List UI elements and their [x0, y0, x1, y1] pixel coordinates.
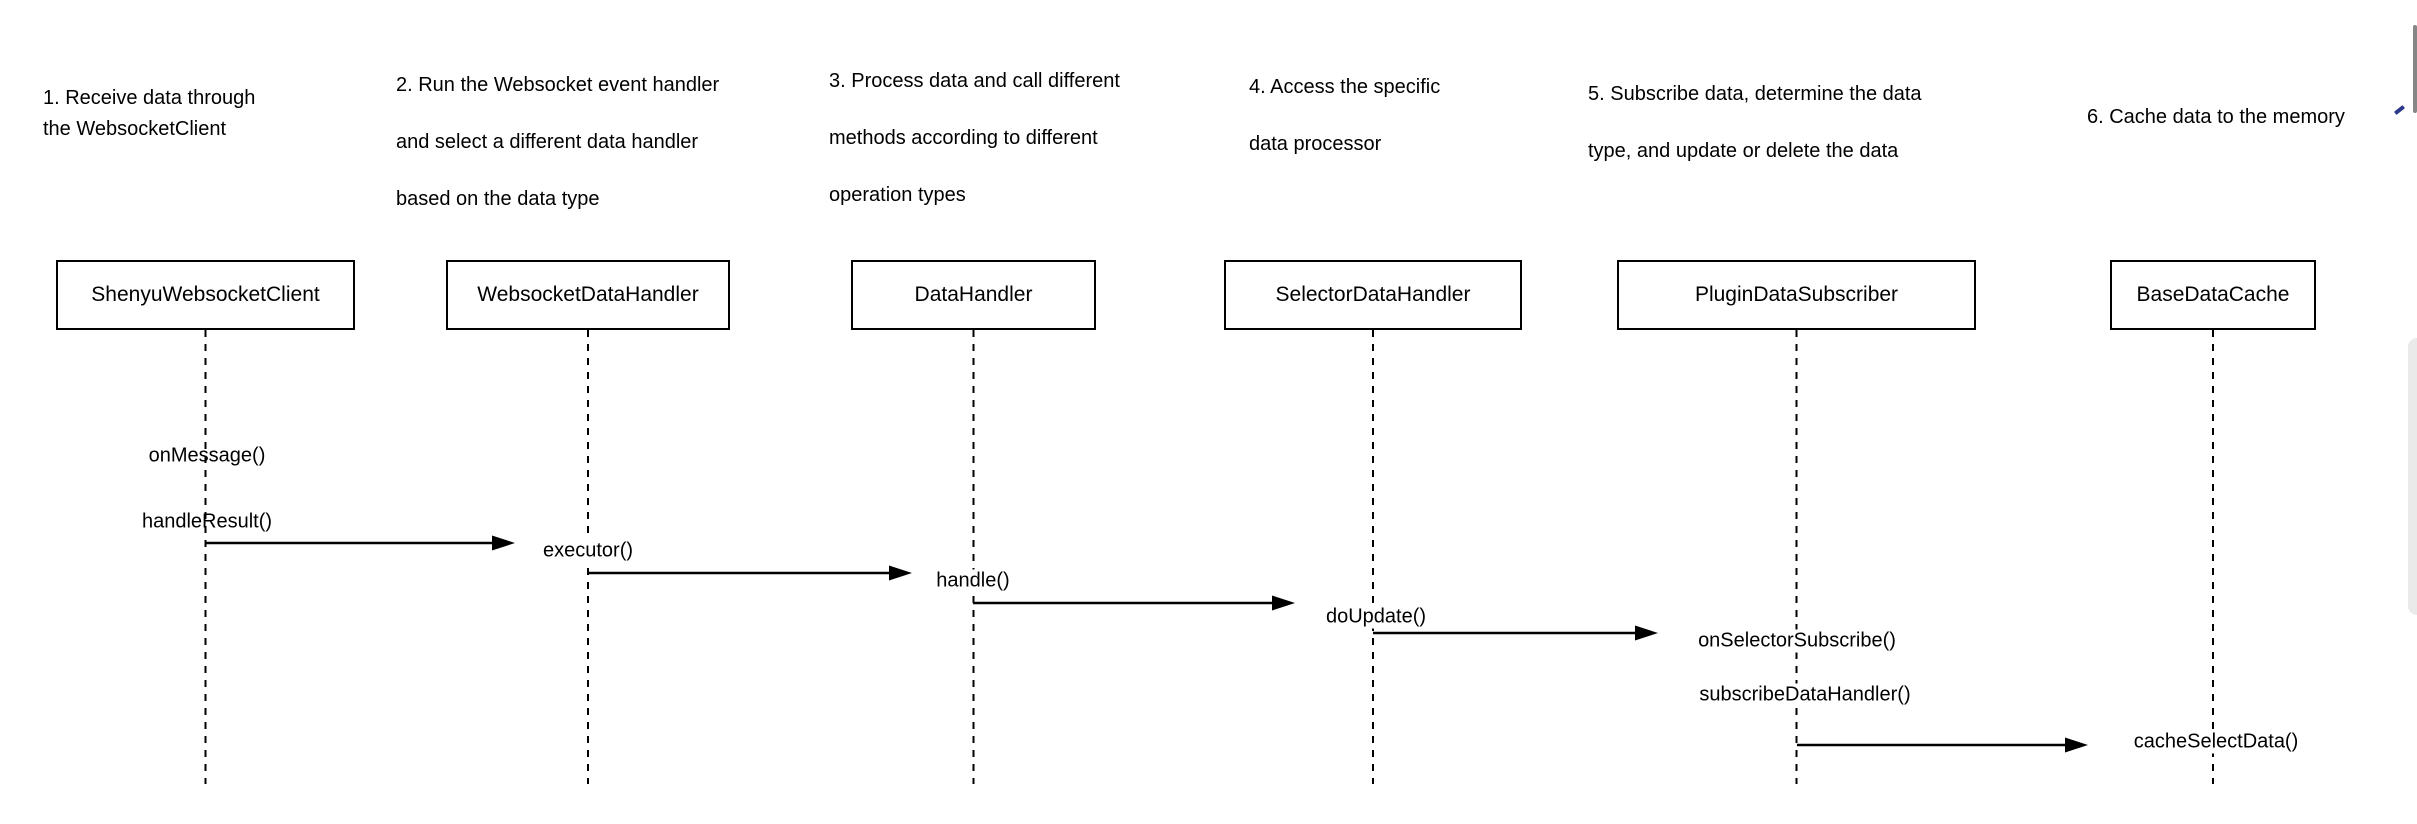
actor-label: WebsocketDataHandler	[477, 283, 699, 306]
message-label-doupdate: doUpdate()	[1322, 605, 1430, 629]
arrowhead-icon	[2065, 737, 2088, 753]
actor-label: BaseDataCache	[2136, 283, 2290, 306]
actor-box-plugindatasubscriber: PluginDataSubscriber	[1617, 260, 1976, 330]
annotation-line: based on the data type	[396, 188, 600, 210]
arrowhead-icon	[492, 535, 515, 551]
annotation-line: data processor	[1249, 133, 1382, 155]
message-label-handleresult: handleResult()	[141, 510, 273, 533]
annotation-note-5: 5. Subscribe data, determine the data typ…	[1588, 66, 1922, 180]
actor-box-selectordatahandler: SelectorDataHandler	[1224, 260, 1522, 330]
annotation-line: 4. Access the specific	[1249, 76, 1441, 98]
annotation-note-2: 2. Run the Websocket event handler and se…	[396, 57, 719, 228]
annotation-line: 2. Run the Websocket event handler	[396, 74, 720, 96]
annotation-line: type, and update or delete the data	[1588, 140, 1899, 162]
message-arrow-2	[588, 565, 912, 581]
actor-label: PluginDataSubscriber	[1694, 283, 1899, 306]
annotation-line: methods according to different	[829, 127, 1098, 149]
annotation-line: 6. Cache data to the memory	[2087, 106, 2345, 128]
actor-label: ShenyuWebsocketClient	[91, 283, 320, 306]
annotation-line: the WebsocketClient	[43, 118, 227, 140]
arrowhead-icon	[1272, 595, 1295, 611]
actor-box-websocketdatahandler: WebsocketDataHandler	[446, 260, 730, 330]
vertical-scrollbar-thumb[interactable]	[2413, 25, 2417, 113]
arrowhead-icon	[1635, 625, 1658, 641]
message-label-onmessage: onMessage()	[148, 444, 266, 467]
annotation-line: operation types	[829, 184, 966, 206]
message-label-onselectorsubscribe: onSelectorSubscribe()	[1695, 629, 1899, 653]
actor-label: DataHandler	[914, 283, 1033, 306]
actor-box-shenyuwebsocketclient: ShenyuWebsocketClient	[56, 260, 355, 330]
message-label-subscribedatahandler: subscribeDataHandler()	[1696, 683, 1914, 707]
annotation-line: 3. Process data and call different	[829, 70, 1120, 92]
message-arrow-1	[206, 535, 515, 551]
annotation-note-1: 1. Receive data through the WebsocketClie…	[43, 83, 255, 145]
actor-label: SelectorDataHandler	[1275, 283, 1471, 306]
rounded-scroll-indicator-strip[interactable]	[2408, 338, 2417, 615]
annotation-note-6: 6. Cache data to the memory	[2087, 89, 2345, 146]
arrowhead-icon	[889, 565, 912, 581]
message-label-handle: handle()	[933, 569, 1013, 593]
annotation-line: and select a different data handler	[396, 131, 699, 153]
annotation-note-4: 4. Access the specific data processor	[1249, 59, 1440, 173]
message-label-executor: executor()	[539, 539, 637, 563]
message-arrow-5	[1797, 737, 2088, 753]
message-arrow-4	[1373, 625, 1658, 641]
actor-box-basedatacache: BaseDataCache	[2110, 260, 2316, 330]
message-arrow-3	[973, 595, 1295, 611]
message-label-cacheselectdata: cacheSelectData()	[2130, 730, 2302, 754]
annotation-note-3: 3. Process data and call different method…	[829, 53, 1120, 224]
actor-box-datahandler: DataHandler	[851, 260, 1096, 330]
annotation-line: 1. Receive data through	[43, 87, 256, 109]
annotation-line: 5. Subscribe data, determine the data	[1588, 83, 1922, 105]
